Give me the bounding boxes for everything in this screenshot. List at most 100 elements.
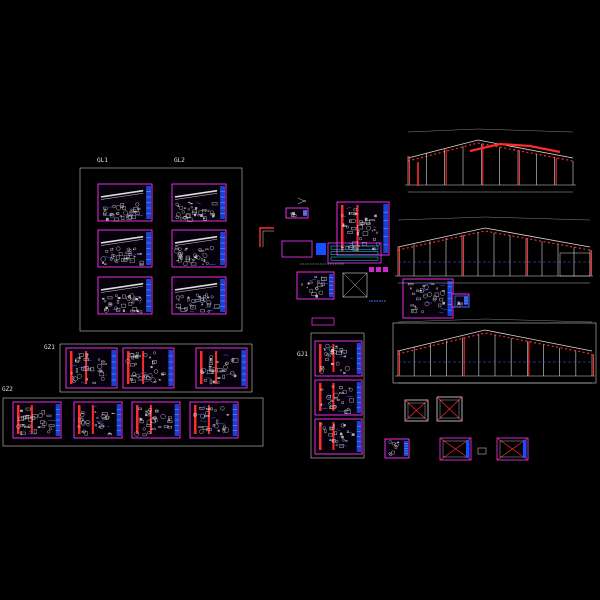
detail-box [100,360,105,363]
detail-box [346,430,349,433]
detail-box [130,309,136,313]
elevation-lower [392,318,597,384]
detail-box [433,295,437,300]
annex-bay [559,252,591,277]
detail-fill [342,372,346,374]
plan-marker [477,447,487,455]
detail-circle [109,212,113,216]
column-mark [194,405,197,434]
detail-fill [204,210,206,212]
detail-fill [315,294,318,298]
detail-box [48,424,55,427]
detail-fill [145,410,147,413]
plan-block-b [436,396,463,422]
detail-fill [122,309,125,312]
detail-box [187,217,193,222]
detail-circle [195,293,199,297]
detail-circle [112,254,116,258]
detail-box [199,407,205,410]
detail-circle [180,294,184,299]
detail-line [218,423,226,425]
detail-fill [356,232,359,236]
detail-fill [333,424,335,427]
beam-line [100,239,144,246]
detail-fill [343,355,347,358]
detail-circle [97,364,103,370]
detail-fill [209,358,212,361]
beam-line [174,189,218,198]
group-a-sheets [97,183,227,315]
detail-circle [148,407,152,412]
detail-box [416,297,421,301]
detail-box [80,366,86,371]
detail-circle [75,357,81,363]
detail-blocks [259,197,470,459]
detail-circle [200,258,204,261]
detail-circle [123,258,126,262]
detail-box [212,369,215,374]
detail-circle [135,351,139,355]
column-mark [200,351,203,384]
top-dimension [407,128,574,133]
detail-circle [142,427,146,431]
sheet-border [65,347,118,389]
sheet-group-b: GZ1 [44,343,253,393]
detail-box [317,283,323,287]
column-mark [319,383,322,411]
detail-fill [183,207,187,209]
detail-circle [214,409,217,412]
detail-fill [331,348,334,352]
detail-box [129,211,136,214]
plan-cross [404,399,429,422]
detail-fill [78,357,81,359]
detail-line [110,251,114,254]
detail-box [131,299,135,304]
sheet-border [314,379,363,416]
detail-box [329,406,333,409]
detail-fill [373,229,376,231]
detail-line [422,289,429,291]
anchor-row [330,256,379,261]
detail-box [123,254,130,260]
detail-box [334,431,338,435]
detail-line [211,425,216,427]
angle-section-outline [262,230,274,247]
beam-line [174,193,218,200]
detail-box [75,368,78,373]
detail-circle [208,358,213,363]
detail-fill [212,380,216,384]
detail-box [139,260,144,265]
detail-circle [423,284,429,290]
detail-circle [206,300,212,305]
detail-circle [187,208,190,211]
detail-box [232,358,239,363]
detail-fill [208,365,212,368]
detail-line [338,436,342,438]
detail-box [21,416,26,420]
group-c-label: GZ2 [2,386,13,393]
detail-line [339,444,347,447]
detail-sheet-small [285,207,309,219]
detail-line [355,207,359,209]
detail-circle [175,295,180,300]
detail-circle [103,211,107,215]
detail-fill [109,303,112,306]
detail-fill [207,296,210,299]
group-a-frame [79,167,243,332]
detail-box [25,414,30,418]
legend-swatch [369,267,374,272]
detail-box [195,254,198,259]
group-c-sheet [12,401,62,439]
detail-circle [339,369,342,372]
detail-box [180,308,187,312]
detail-circle [310,281,313,284]
detail-circle [100,376,105,381]
detail-box [150,418,156,424]
column-mark [332,422,335,450]
roof-line [397,227,591,248]
detail-fill [75,359,77,362]
sheet-border [314,418,363,455]
detail-line [129,254,137,256]
detail-circle [41,424,46,429]
detail-box [216,419,219,424]
